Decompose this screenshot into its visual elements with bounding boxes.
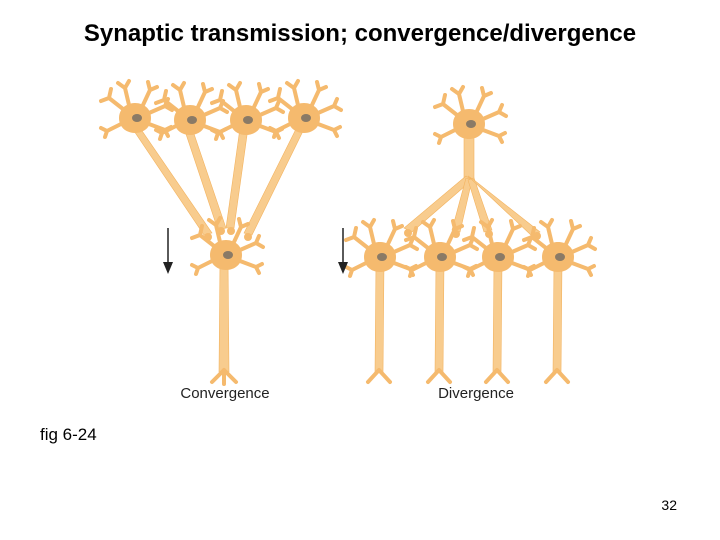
axon-terminal [210,368,238,386]
slide-title: Synaptic transmission; convergence/diver… [83,20,637,47]
divergence-presynaptic-neuron [433,85,508,145]
divergence-axon-terminals [366,368,570,384]
convergence-arrow [163,228,173,274]
convergence-terminals [204,227,252,241]
figure-reference: fig 6-24 [40,425,97,444]
convergence-axons [129,124,307,236]
convergence-postsynaptic-axon [218,259,230,373]
divergence-postsynaptic-axons [374,261,563,373]
presynaptic-neuron-1 [99,79,174,139]
divergence-axons [403,131,541,237]
page-number: 32 [661,497,677,513]
convergence-caption: Convergence [180,385,269,402]
divergence-arrow [338,228,348,274]
divergence-caption: Divergence [438,385,514,402]
